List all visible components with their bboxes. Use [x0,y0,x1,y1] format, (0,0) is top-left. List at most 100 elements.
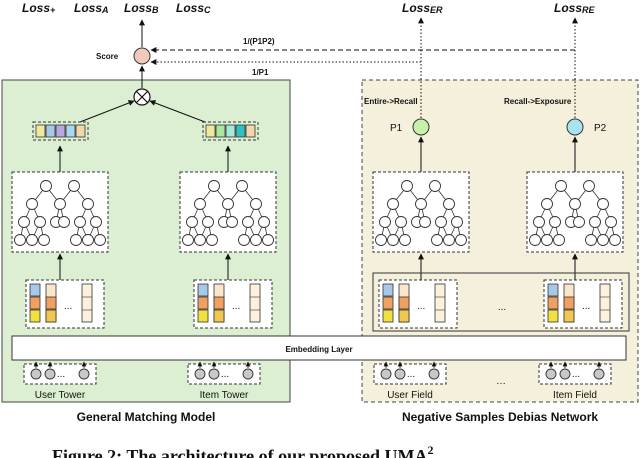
output-vector-cell [205,124,216,138]
embedding-cell [382,283,394,297]
tower-neuron [194,198,206,210]
tower-neuron [585,234,597,246]
embedding-layer-bar [11,335,627,361]
tower-neuron [609,234,621,246]
output-vector-cell [225,124,236,138]
item-vec-to-product-arrow [149,100,206,123]
output-vector-cell [75,124,86,138]
embedding-cell [398,309,410,323]
item-tower-label: Item Tower [200,390,249,401]
tower-neuron [242,216,254,228]
input-group-frame [187,363,261,385]
input-feature-group: ... [538,361,612,385]
input-feature-node [242,368,254,380]
tower-neuron [250,198,262,210]
embedding-cell [398,296,410,310]
output-vector-cell [55,124,66,138]
tower-neuron [54,198,66,210]
tower-neuron [38,234,50,246]
tower-neuron [549,216,561,228]
user-vec-to-product-arrow [79,100,135,123]
embedding-cell [197,283,209,297]
input-feature-node [428,368,440,380]
input-ellipsis: ... [572,369,580,380]
tower-neuron [262,234,274,246]
tower-neuron [597,234,609,246]
network-tower [372,136,470,294]
input-feature-group: ... [187,361,261,385]
user-field-label: User Field [387,390,433,401]
tower-neuron [18,216,30,228]
figure-caption: Figure 2: The architecture of our propos… [52,443,433,458]
embedding-cell [29,283,41,297]
svg-text:LossA: LossA [74,1,109,15]
embedding-cell [29,296,41,310]
embedding-cell [197,296,209,310]
p1p2-weight-label: 1/(P1P2) [243,37,275,46]
tower-neuron [40,180,52,192]
right-embedding-group-box [372,272,630,332]
loss-er-label: LossER [402,1,443,15]
tower-neuron [68,180,80,192]
tower-neuron [529,234,541,246]
embedding-bundle: ... [378,279,458,329]
input-feature-node [78,368,90,380]
tower-neuron [553,234,565,246]
embedding-cell [45,296,57,310]
tower-neuron [429,180,441,192]
embedding-cell [382,309,394,323]
tower-neuron [399,234,411,246]
tower-neuron [455,234,467,246]
embedding-ellipsis: ... [582,301,590,312]
tower-neuron [401,180,413,192]
tower-neuron [70,234,82,246]
output-vector-cell [245,124,256,138]
loss-a-label: LossA [74,1,109,15]
embedding-ellipsis: ... [417,301,425,312]
tower-neuron [34,216,46,228]
output-vector-cell [215,124,226,138]
embedding-cell [197,309,209,323]
tower-neuron [222,198,234,210]
right-embedding-ellipsis: ... [498,302,506,313]
network-tower [179,145,277,294]
input-feature-node [545,368,557,380]
tower-neuron [379,216,391,228]
user-tower-label: User Tower [35,390,86,401]
p2-node [566,118,584,136]
svg-text:LossER: LossER [402,1,443,15]
entire-recall-label: Entire->Recall [364,97,418,106]
embedding-cell [382,296,394,310]
input-feature-group: ... [373,361,447,385]
product-cross-b [136,91,148,103]
tower-neuron [236,180,248,192]
tower-neuron [443,198,455,210]
embedding-cell [249,283,261,323]
item-field-label: Item Field [553,390,597,401]
embedding-ellipsis: ... [232,301,240,312]
output-vector-cell [235,124,246,138]
input-ellipsis: ... [407,369,415,380]
score-node [133,47,151,65]
svg-text:LossB: LossB [124,1,159,15]
loss-c-label: LossC [176,1,211,15]
input-feature-group: ... [23,361,97,385]
output-vector-cell [45,124,56,138]
input-feature-node [394,368,406,380]
item-output-vector [202,121,259,141]
embedding-cell [29,309,41,323]
embedding-layer-label: Embedding Layer [285,345,352,354]
p1-node [412,118,430,136]
embedding-bundle: ... [25,279,105,329]
tower-neuron [555,180,567,192]
input-feature-node [44,368,56,380]
tower-neuron [208,180,220,192]
input-group-frame [23,363,97,385]
right-panel-title: Negative Samples Debias Network [402,410,598,424]
embedding-cell [547,309,559,323]
output-vector-frame [202,121,259,141]
tower-neuron [451,216,463,228]
tower-neuron [573,216,585,228]
embedding-cell [563,309,575,323]
